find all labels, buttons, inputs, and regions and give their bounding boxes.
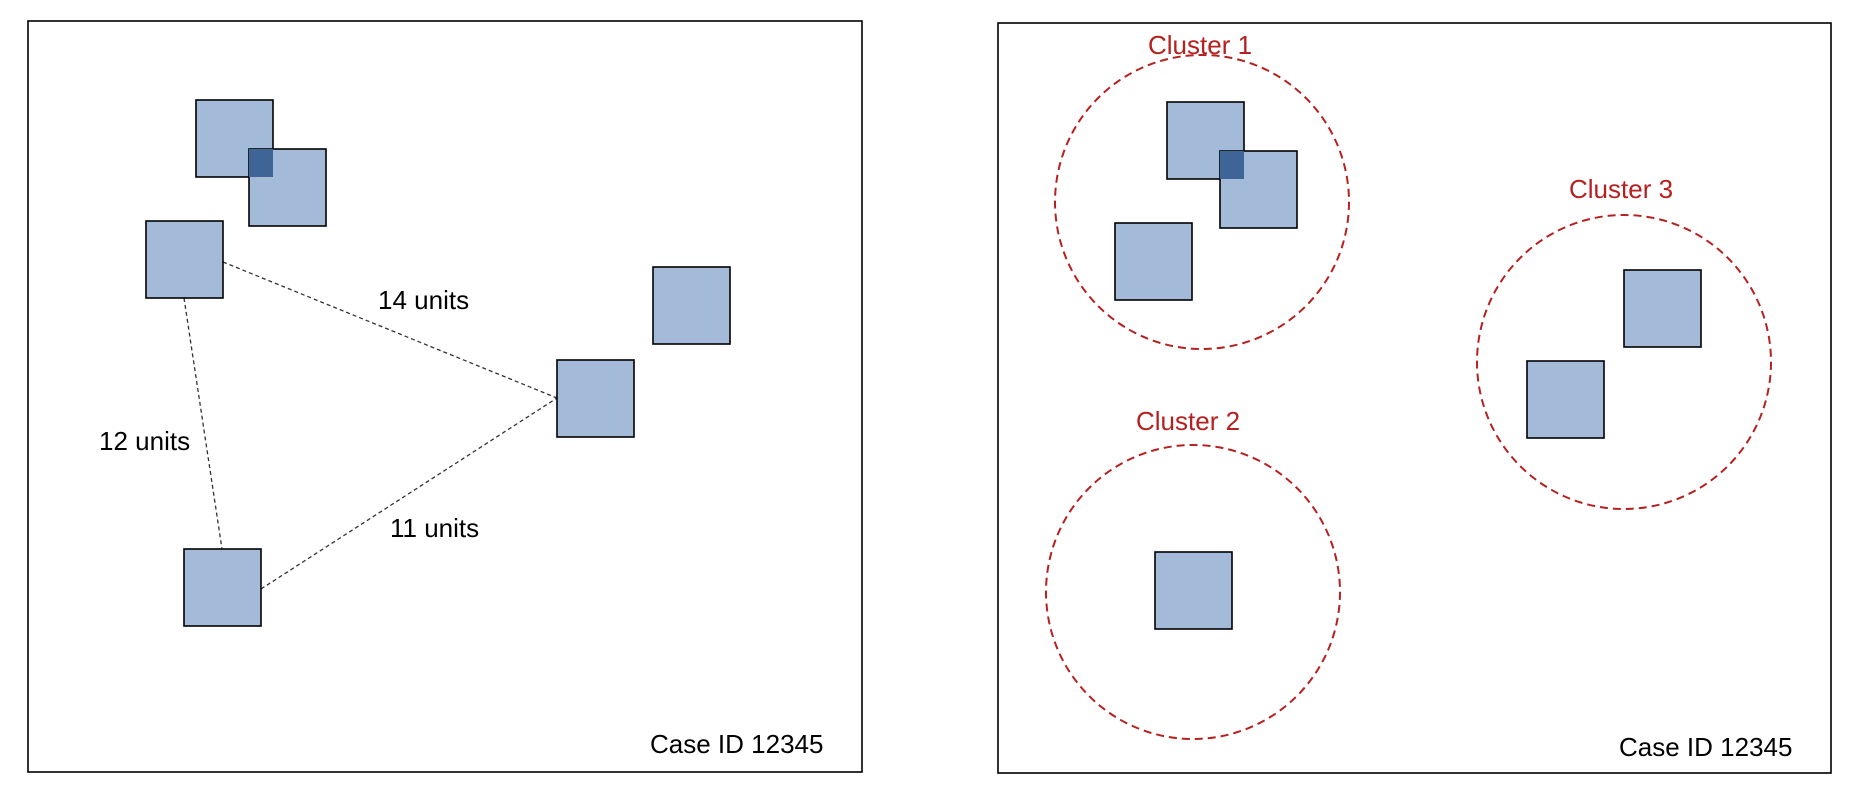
cluster-2-label: Cluster 2 bbox=[1136, 406, 1240, 436]
case-id-label: Case ID 12345 bbox=[650, 729, 823, 759]
right-panel-frame bbox=[997, 22, 1832, 774]
cluster-2-boundary bbox=[1045, 444, 1341, 740]
distance-line-11 bbox=[260, 397, 558, 590]
distance-label-11: 11 units bbox=[390, 513, 479, 543]
object-box bbox=[556, 359, 635, 438]
object-box bbox=[1154, 551, 1233, 630]
overlap-region bbox=[1220, 151, 1244, 179]
object-box bbox=[1526, 360, 1605, 439]
overlap-region bbox=[249, 149, 273, 177]
object-box bbox=[1114, 222, 1193, 301]
left-panel-frame bbox=[27, 20, 863, 773]
cluster-1-label: Cluster 1 bbox=[1148, 30, 1252, 60]
distance-line-12 bbox=[183, 297, 223, 550]
distance-label-14: 14 units bbox=[378, 285, 469, 315]
distance-label-12: 12 units bbox=[99, 426, 190, 456]
right-panel: Cluster 1 Cluster 2 Cluster 3 Case ID 12… bbox=[997, 22, 1832, 774]
left-panel: 14 units 12 units 11 units Case ID 12345 bbox=[27, 20, 863, 773]
cluster-1-boundary bbox=[1054, 54, 1350, 350]
object-box bbox=[652, 266, 731, 345]
object-box bbox=[1623, 269, 1702, 348]
case-id-label: Case ID 12345 bbox=[1619, 732, 1792, 762]
object-box bbox=[145, 220, 224, 299]
object-box bbox=[183, 548, 262, 627]
cluster-3-boundary bbox=[1476, 214, 1772, 510]
cluster-3-label: Cluster 3 bbox=[1569, 174, 1673, 204]
